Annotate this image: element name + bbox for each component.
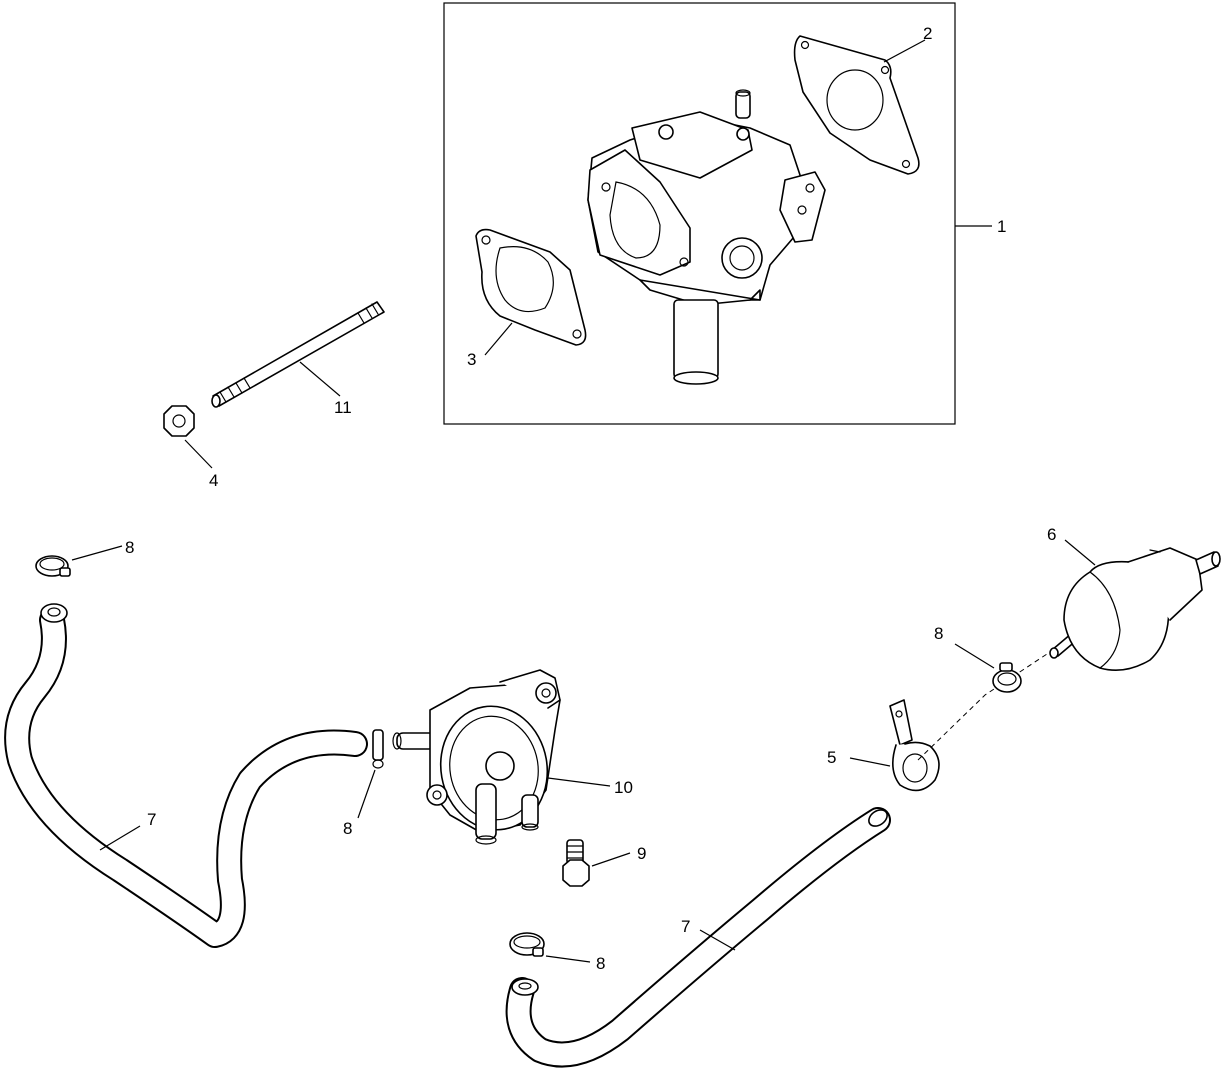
callout-11: 11 <box>334 398 352 417</box>
carburetor-gasket-lower <box>475 228 587 346</box>
assembly-line <box>917 651 1051 761</box>
carburetor <box>587 89 826 385</box>
callout-7-right: 7 <box>681 917 690 936</box>
callout-5: 5 <box>827 748 836 767</box>
callout-6: 6 <box>1047 525 1056 544</box>
hose-clamp-upper-left <box>35 555 71 577</box>
leader-lines <box>71 39 1096 963</box>
hose-clamp-pump <box>372 729 384 769</box>
fuel-filter <box>1049 547 1221 671</box>
hose-clamp-right <box>992 662 1022 693</box>
callout-8-bottom: 8 <box>596 954 605 973</box>
fuel-hose-left <box>4 603 368 948</box>
fuel-pump <box>392 669 561 845</box>
callout-7-left: 7 <box>147 810 156 829</box>
callout-3: 3 <box>467 350 476 369</box>
callout-2: 2 <box>923 24 932 43</box>
callout-10: 10 <box>614 778 633 797</box>
callout-8-pump: 8 <box>343 819 352 838</box>
carburetor-kit-frame <box>443 2 956 425</box>
callout-8-upper-left: 8 <box>125 538 134 557</box>
carburetor-gasket-upper <box>793 35 920 175</box>
fuel-hose-right <box>505 807 891 1068</box>
stud <box>211 301 385 408</box>
hose-clip <box>889 699 940 792</box>
callout-4: 4 <box>209 471 218 490</box>
callout-8-right: 8 <box>934 624 943 643</box>
callout-1: 1 <box>997 217 1006 236</box>
callout-9: 9 <box>637 844 646 863</box>
screw <box>562 839 590 887</box>
hose-clamp-bottom <box>509 932 545 957</box>
flange-nut <box>163 405 195 437</box>
